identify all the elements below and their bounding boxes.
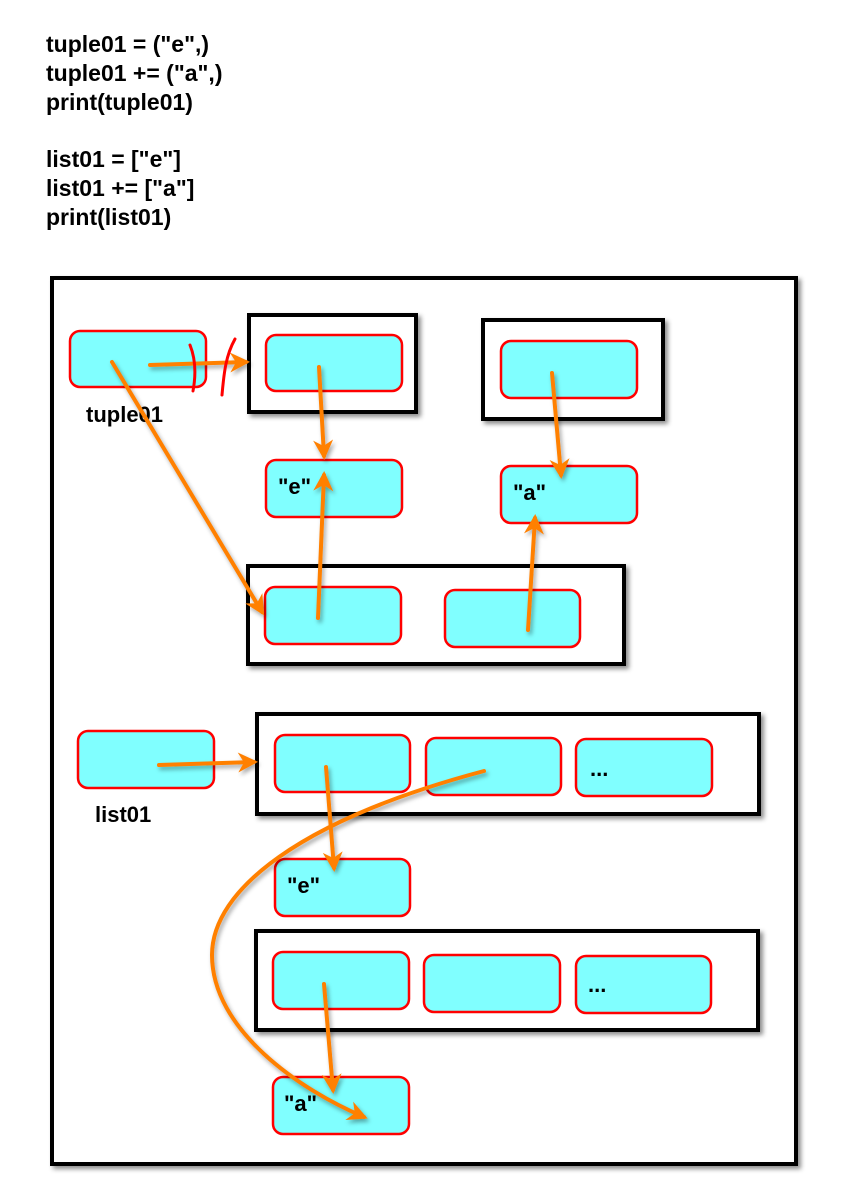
added-tuple-slot: [499, 339, 639, 400]
list-slot-1: [424, 736, 563, 797]
tuple01-new-reference-arrow: [110, 360, 265, 616]
old-slot-to-e-arrow: [313, 365, 334, 460]
tuple-value-a-text: "a": [513, 480, 546, 505]
new-slot1-to-a-arrow: [524, 514, 544, 632]
code-line: print(list01): [46, 204, 172, 230]
old-tuple-slot: [264, 333, 404, 393]
list-ellipsis-text: ...: [590, 756, 608, 781]
tuple-code-block: tuple01 = ("e",) tuple01 += ("a",) print…: [46, 30, 222, 117]
strike-mark-icon: [188, 343, 197, 393]
new-slot0-to-e-arrow: [313, 471, 334, 620]
added-list-slot-0: [271, 950, 411, 1011]
code-line: tuple01 += ("a",): [46, 60, 223, 86]
list-slot0-to-e-arrow: [322, 765, 343, 872]
added-list-slot-more: [574, 954, 713, 1015]
strike-mark-icon: [220, 337, 237, 397]
new-tuple-slot-0: [263, 585, 403, 646]
added-slot0-to-a-arrow: [321, 982, 342, 1094]
list-slot1-to-a-curved-arrow: [209, 769, 486, 1120]
list01-label: list01: [95, 802, 151, 827]
code-line: tuple01 = ("e",): [46, 31, 210, 57]
code-line: list01 += ["a"]: [46, 175, 195, 201]
added-slot-to-a-arrow: [549, 371, 570, 479]
tuple01-variable-cell: [68, 329, 208, 389]
code-line: list01 = ["e"]: [46, 146, 181, 172]
list01-variable-cell: [76, 729, 216, 790]
list-slot-0: [273, 733, 412, 794]
tuple01-label: tuple01: [86, 402, 163, 427]
list01-reference-arrow: [157, 752, 258, 773]
tuple01-old-reference-arrow: [148, 352, 250, 373]
list-value-a-text: "a": [284, 1091, 317, 1116]
list-value-e-text: "e": [287, 873, 320, 898]
tuple-value-e-cell: [264, 458, 404, 519]
new-tuple-slot-1: [443, 588, 582, 649]
code-line: print(tuple01): [46, 89, 193, 115]
list-slot-more: [574, 737, 714, 798]
tuple-value-e-text: "e": [278, 474, 311, 499]
added-list-ellipsis-text: ...: [588, 972, 606, 997]
list-code-block: list01 = ["e"] list01 += ["a"] print(lis…: [46, 145, 194, 232]
added-list-slot-1: [422, 953, 562, 1014]
